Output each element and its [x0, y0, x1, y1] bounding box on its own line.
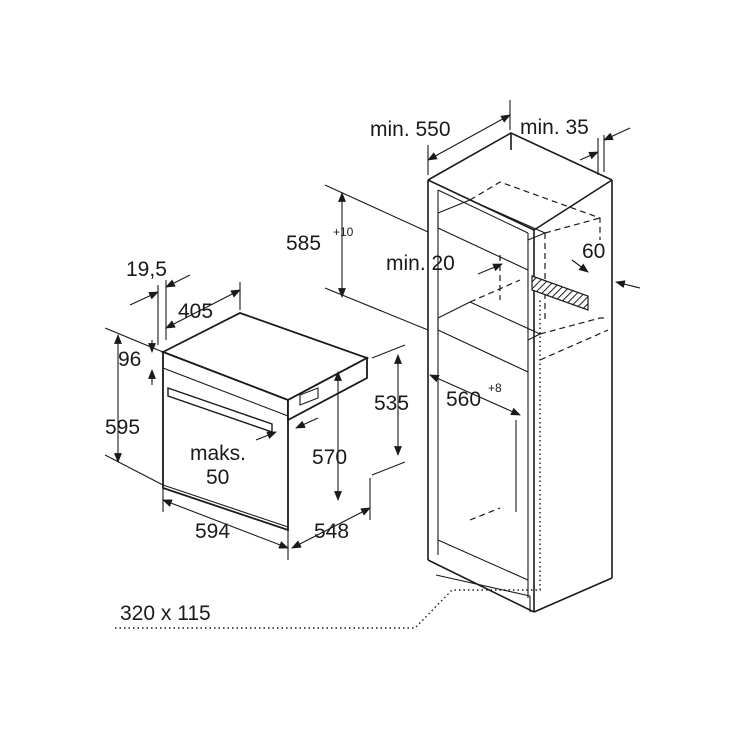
- label-min-550: min. 550: [370, 118, 451, 141]
- label-585-tolerance: +10: [333, 225, 354, 239]
- label-570: 570: [312, 446, 347, 469]
- label-548: 548: [314, 520, 349, 543]
- label-535: 535: [374, 392, 409, 415]
- label-560: 560: [446, 388, 481, 411]
- label-320x115: 320 x 115: [120, 602, 211, 625]
- oven: [160, 312, 370, 532]
- tall-cabinet: [427, 132, 613, 613]
- label-19-5: 19,5: [126, 258, 167, 281]
- label-min-35: min. 35: [520, 116, 589, 139]
- label-594: 594: [195, 520, 230, 543]
- label-585: 585: [286, 232, 321, 255]
- label-maks: maks.: [190, 442, 246, 465]
- label-595: 595: [105, 416, 140, 439]
- dimension-labels: min. 550 min. 35 585 +10 min. 20 60 560 …: [105, 116, 605, 625]
- label-50: 50: [206, 466, 229, 489]
- label-405: 405: [178, 300, 213, 323]
- label-96: 96: [118, 348, 141, 371]
- label-560-tolerance: +8: [488, 381, 502, 395]
- dimension-lines: [104, 100, 641, 629]
- label-min-20: min. 20: [386, 252, 455, 275]
- label-60: 60: [582, 240, 605, 263]
